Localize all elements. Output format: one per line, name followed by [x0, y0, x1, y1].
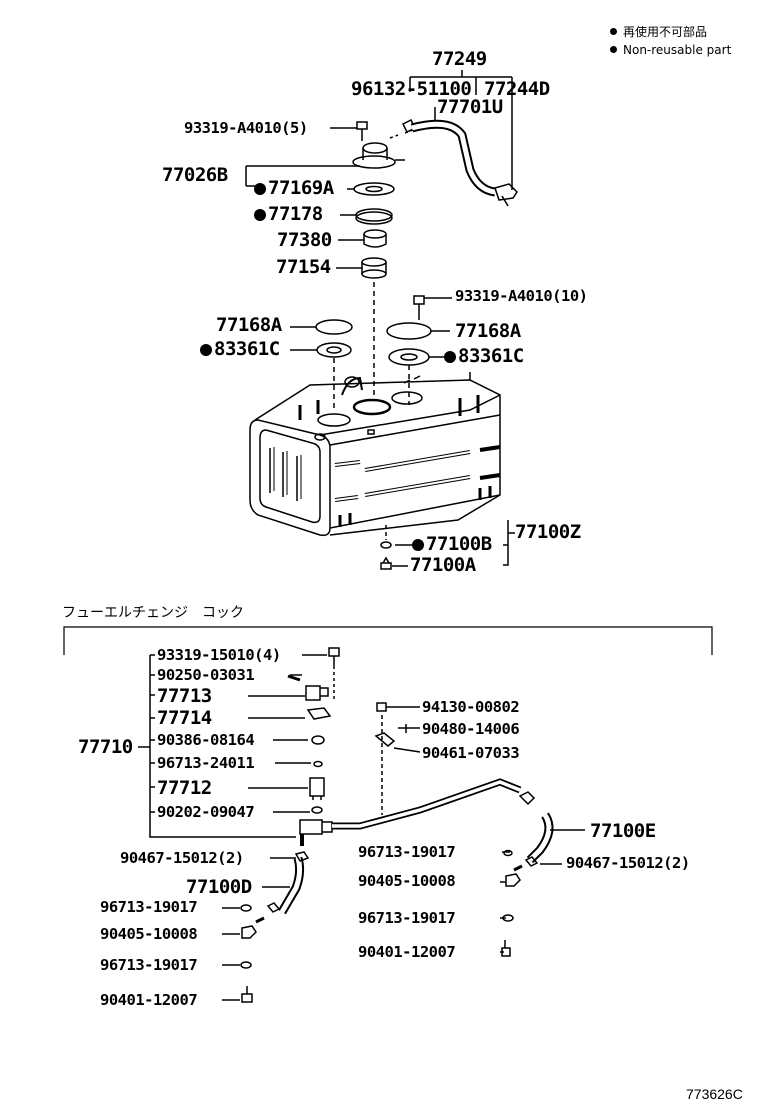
legend-non-reusable-en: Non-reusable part: [610, 44, 731, 56]
non-reusable-dot-icon: [200, 344, 212, 356]
part-label-96713-19017-left-2[interactable]: 96713-19017: [100, 956, 198, 974]
section-title-fuel-change-cock: フューエルチェンジ コック: [62, 605, 244, 621]
part-number: 77169A: [268, 177, 334, 199]
part-label-77100E[interactable]: 77100E: [590, 820, 656, 842]
part-number: 77100B: [426, 533, 492, 555]
part-label-77178[interactable]: 77178: [254, 205, 323, 224]
part-label-90405-10008-right[interactable]: 90405-10008: [358, 872, 456, 890]
part-label-77249[interactable]: 77249: [432, 48, 487, 70]
part-label-77380[interactable]: 77380: [277, 229, 332, 251]
part-label-90386-08164[interactable]: 90386-08164: [157, 731, 255, 749]
part-label-93319-A4010-5[interactable]: 93319-A4010(5): [184, 119, 308, 137]
legend-non-reusable-jp: 再使用不可部品: [610, 26, 707, 38]
part-label-93319-A4010-10[interactable]: 93319-A4010(10): [455, 287, 588, 305]
part-label-77154[interactable]: 77154: [276, 256, 331, 278]
part-number: 83361C: [214, 338, 280, 360]
part-label-77710[interactable]: 77710: [78, 736, 133, 758]
part-label-90401-12007-right[interactable]: 90401-12007: [358, 943, 456, 961]
part-label-77100D[interactable]: 77100D: [186, 876, 252, 898]
legend-jp-text: 再使用不可部品: [623, 25, 708, 39]
part-label-77169A[interactable]: 77169A: [254, 179, 334, 198]
part-label-77026B[interactable]: 77026B: [162, 164, 228, 186]
part-label-93319-15010-4[interactable]: 93319-15010(4): [157, 646, 281, 664]
drain-plug: [380, 520, 515, 570]
part-label-90467-15012-2-left[interactable]: 90467-15012(2): [120, 849, 244, 867]
part-number: 83361C: [458, 345, 524, 367]
part-label-77714[interactable]: 77714: [157, 707, 212, 729]
part-label-90480-14006[interactable]: 90480-14006: [422, 720, 520, 738]
part-label-77168A-right[interactable]: 77168A: [455, 320, 521, 342]
part-label-90461-07033[interactable]: 90461-07033: [422, 744, 520, 762]
part-label-77100A[interactable]: 77100A: [410, 554, 476, 576]
part-label-77712[interactable]: 77712: [157, 777, 212, 799]
part-label-96713-24011[interactable]: 96713-24011: [157, 754, 255, 772]
filler-assembly: [245, 70, 518, 400]
part-label-94130-00802[interactable]: 94130-00802: [422, 698, 520, 716]
legend-en-text: Non-reusable part: [623, 43, 732, 57]
gauge-rings: [290, 295, 452, 410]
fuel-tank: [249, 372, 501, 537]
part-label-77100Z[interactable]: 77100Z: [515, 521, 581, 543]
non-reusable-dot-icon: [610, 46, 617, 53]
non-reusable-dot-icon: [412, 539, 424, 551]
part-label-77100B[interactable]: 77100B: [412, 535, 492, 554]
non-reusable-dot-icon: [610, 28, 617, 35]
part-label-96713-19017-right-2[interactable]: 96713-19017: [358, 909, 456, 927]
part-label-77168A-left[interactable]: 77168A: [216, 314, 282, 336]
part-label-90250-03031[interactable]: 90250-03031: [157, 666, 255, 684]
part-label-77713[interactable]: 77713: [157, 685, 212, 707]
part-label-77244D[interactable]: 77244D: [484, 78, 550, 100]
part-label-83361C-right[interactable]: 83361C: [444, 347, 524, 366]
part-label-90467-15012-2-right[interactable]: 90467-15012(2): [566, 854, 690, 872]
part-label-96713-19017-right-1[interactable]: 96713-19017: [358, 843, 456, 861]
part-label-96132-51100[interactable]: 96132-51100: [351, 78, 472, 100]
non-reusable-dot-icon: [254, 183, 266, 195]
non-reusable-dot-icon: [444, 351, 456, 363]
part-label-90202-09047[interactable]: 90202-09047: [157, 803, 255, 821]
section-frame: [63, 626, 713, 655]
part-number: 77178: [268, 203, 323, 225]
part-label-90405-10008-left[interactable]: 90405-10008: [100, 925, 198, 943]
part-label-83361C-left[interactable]: 83361C: [200, 340, 280, 359]
part-label-90401-12007-left[interactable]: 90401-12007: [100, 991, 198, 1009]
part-label-96713-19017-left-1[interactable]: 96713-19017: [100, 898, 198, 916]
illustration-code: 773626C: [686, 1086, 743, 1102]
part-label-77701U[interactable]: 77701U: [437, 96, 503, 118]
cock-assembly: [138, 647, 585, 1003]
non-reusable-dot-icon: [254, 209, 266, 221]
